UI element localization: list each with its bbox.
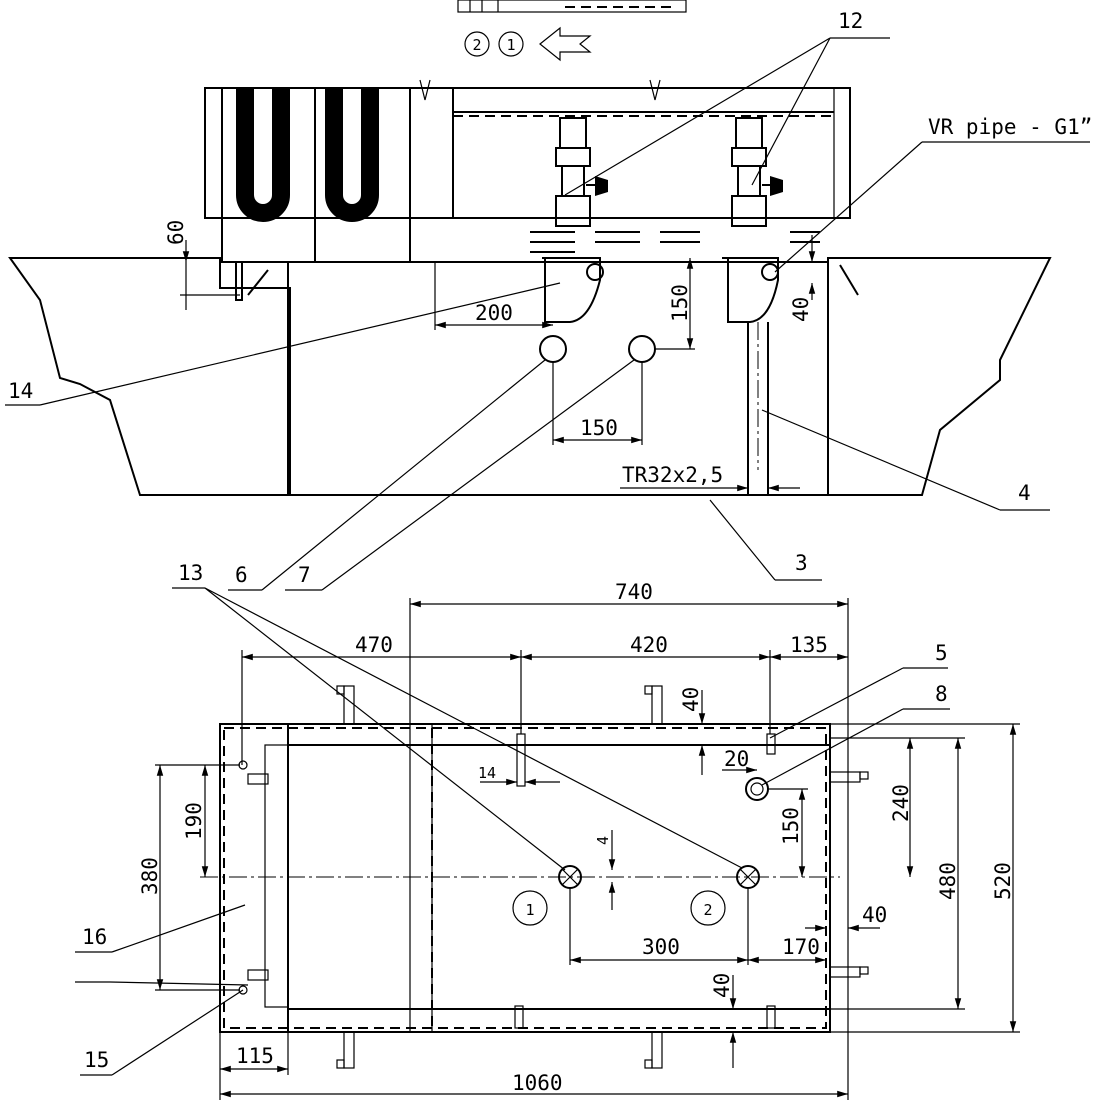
dim-380: 380	[138, 857, 162, 895]
callout-12: 12	[838, 9, 863, 33]
arrow-left-icon	[539, 26, 592, 62]
callout-3: 3	[795, 551, 808, 575]
position-marker-1-label: 1	[525, 901, 534, 919]
dim-470: 470	[355, 633, 393, 657]
marker-2	[464, 31, 490, 57]
section-view	[8, 79, 1052, 496]
insulation-hatch	[219, 723, 289, 1033]
plan-dimensions: 740 470 420 135 40 14 20 240 150 190 380…	[138, 580, 1020, 1100]
callout-4: 4	[1018, 481, 1031, 505]
dim-115: 115	[236, 1044, 274, 1068]
valve-assembly-left	[542, 117, 608, 323]
dim-40-top: 40	[679, 687, 703, 712]
plan-view: 1 2	[200, 685, 869, 1069]
dim-200: 200	[475, 301, 513, 325]
valve-assembly-right	[722, 117, 783, 323]
marker-2-label: 2	[472, 36, 481, 54]
ground-left-hatch	[8, 257, 291, 496]
callout-vr-pipe: VR pipe - G1”	[928, 115, 1092, 139]
dim-150-plan: 150	[779, 807, 803, 845]
callout-15: 15	[84, 1048, 109, 1072]
section-dimensions: 60 200 150 40 150 TR32x2,5	[164, 220, 816, 492]
callout-6: 6	[235, 563, 248, 587]
callout-7: 7	[298, 563, 311, 587]
convector-unit	[204, 87, 851, 219]
dim-20: 20	[724, 747, 749, 771]
position-marker-2-label: 2	[703, 901, 712, 919]
dim-150-vertical: 150	[668, 284, 692, 322]
dim-240: 240	[889, 784, 913, 822]
callout-8: 8	[935, 682, 948, 706]
dim-1060: 1060	[512, 1071, 563, 1095]
dim-135: 135	[790, 633, 828, 657]
marker-1	[498, 31, 524, 57]
callout-5: 5	[935, 641, 948, 665]
dim-480: 480	[936, 862, 960, 900]
callout-13: 13	[178, 561, 203, 585]
dim-60: 60	[164, 220, 188, 245]
grille-slots	[530, 231, 820, 253]
flow-direction-indicator: 2 1	[457, 0, 687, 62]
dim-740: 740	[615, 580, 653, 604]
marker-1-label: 1	[506, 36, 515, 54]
section-callouts: 12 VR pipe - G1” 14 4 3 6 7	[5, 9, 1092, 591]
dim-190: 190	[182, 802, 206, 840]
dim-4: 4	[594, 836, 612, 845]
dim-520: 520	[991, 862, 1015, 900]
callout-16: 16	[82, 925, 107, 949]
heat-exchanger-tube-1	[236, 88, 290, 222]
ground-right-hatch	[827, 257, 1052, 496]
heat-exchanger-tube-2	[325, 88, 379, 222]
inlet-hole-7	[628, 335, 656, 363]
pipe-spec-label: TR32x2,5	[622, 463, 723, 487]
callout-14: 14	[8, 379, 33, 403]
plan-callouts: 13 5 8 16 15	[75, 561, 950, 1076]
dim-40: 40	[789, 297, 813, 322]
inlet-hole-6	[539, 335, 567, 363]
dim-300: 300	[642, 935, 680, 959]
dim-150-horizontal: 150	[580, 416, 618, 440]
dim-14: 14	[478, 764, 496, 782]
position-marker-1	[512, 890, 548, 926]
dim-170: 170	[782, 935, 820, 959]
position-marker-2	[690, 890, 726, 926]
dim-420: 420	[630, 633, 668, 657]
dim-40-right: 40	[862, 903, 887, 927]
connection-8	[745, 777, 769, 801]
dim-40-bottom: 40	[710, 973, 734, 998]
